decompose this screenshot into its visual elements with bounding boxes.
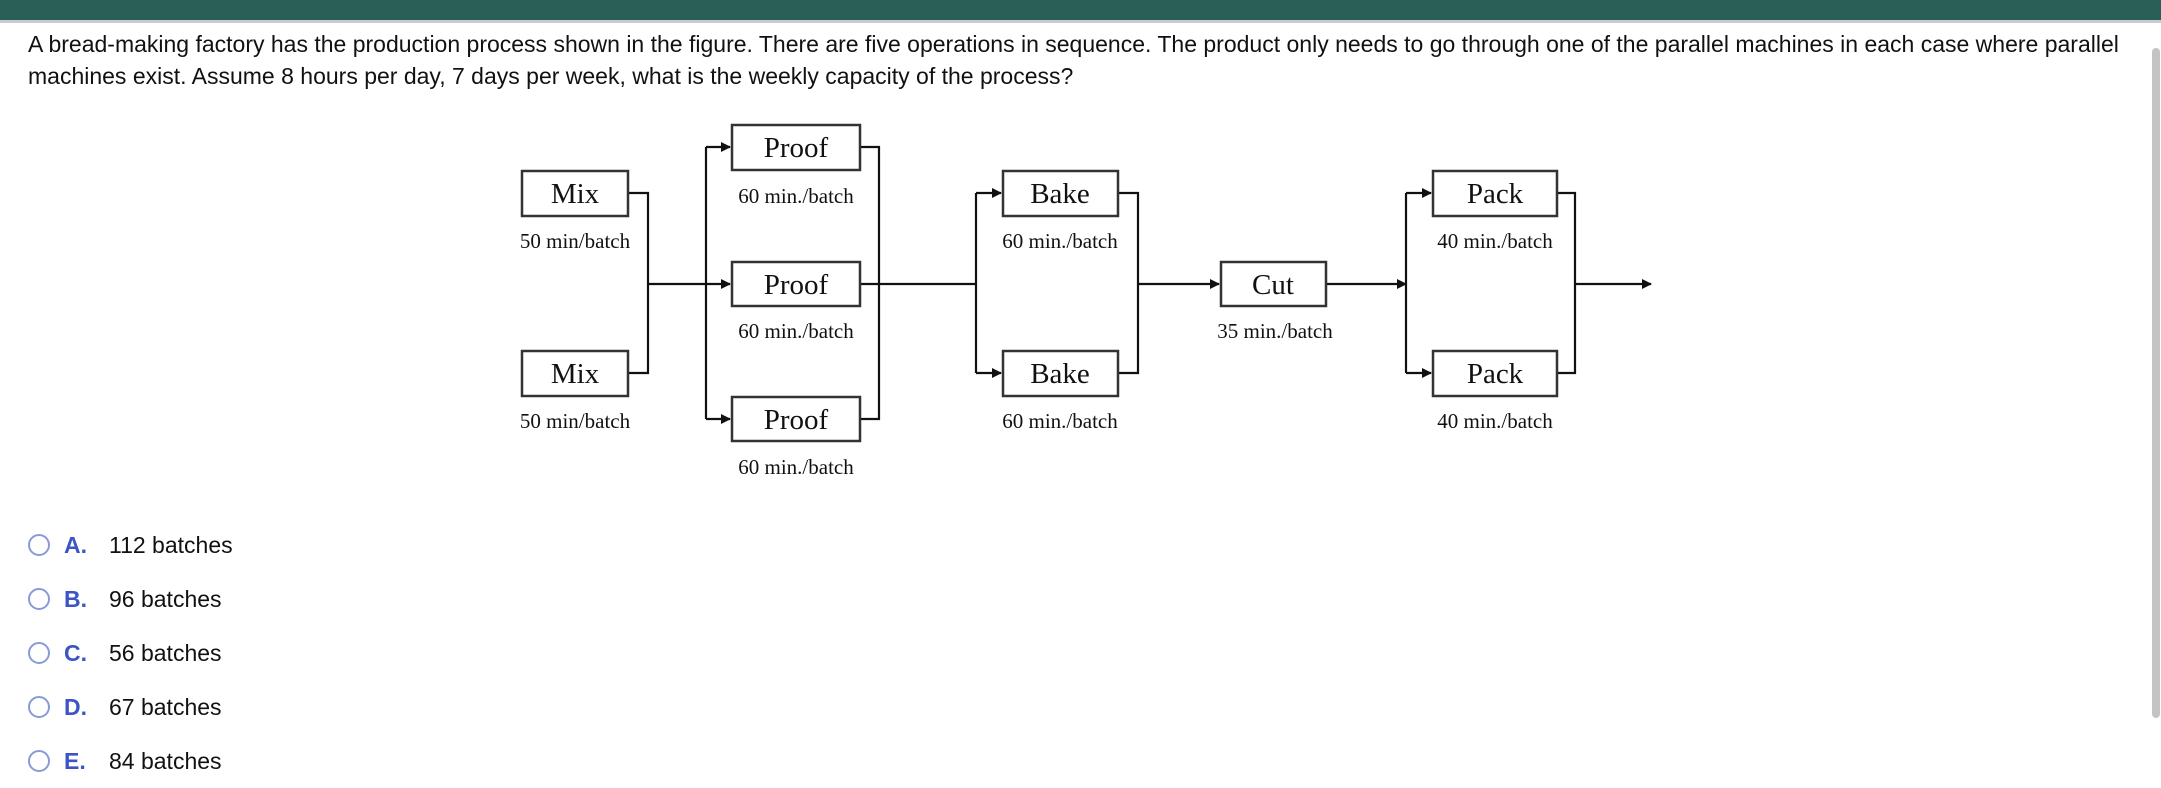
radio-button[interactable]	[28, 696, 50, 718]
proof-middle-station: Proof 60 min./batch	[730, 260, 862, 343]
option-a[interactable]: A. 112 batches	[28, 518, 233, 572]
option-c[interactable]: C. 56 batches	[28, 626, 233, 680]
cut-time: 35 min./batch	[1217, 319, 1333, 343]
mix-bottom-time: 50 min/batch	[520, 409, 631, 433]
option-letter: A.	[64, 531, 87, 558]
scrollbar[interactable]	[2152, 48, 2160, 718]
proof-top-station: Proof 60 min./batch	[730, 123, 862, 208]
pack-bottom-time: 40 min./batch	[1437, 409, 1553, 433]
bake-top-time: 60 min./batch	[1002, 229, 1118, 253]
radio-button[interactable]	[28, 588, 50, 610]
mix-bottom-label: Mix	[551, 358, 600, 390]
radio-button[interactable]	[28, 534, 50, 556]
proof-middle-time: 60 min./batch	[738, 319, 854, 343]
mix-bottom-station: Mix 50 min/batch	[520, 349, 631, 433]
option-text: 96 batches	[109, 585, 222, 612]
mix-top-time: 50 min/batch	[520, 229, 631, 253]
mix-top-station: Mix 50 min/batch	[520, 169, 631, 253]
pack-top-label: Pack	[1467, 178, 1524, 210]
proof-top-label: Proof	[764, 132, 829, 164]
option-text: 67 batches	[109, 693, 222, 720]
bake-bottom-label: Bake	[1030, 358, 1090, 390]
answer-options: A. 112 batches B. 96 batches C. 56 batch…	[28, 518, 233, 788]
option-letter: C.	[64, 639, 87, 666]
bake-bottom-station: Bake 60 min./batch	[1001, 349, 1120, 433]
pack-bottom-station: Pack 40 min./batch	[1431, 349, 1559, 433]
option-b[interactable]: B. 96 batches	[28, 572, 233, 626]
bake-bottom-time: 60 min./batch	[1002, 409, 1118, 433]
mix-top-label: Mix	[551, 178, 600, 210]
option-d[interactable]: D. 67 batches	[28, 680, 233, 734]
proof-middle-label: Proof	[764, 269, 829, 301]
question-text: A bread-making factory has the productio…	[28, 31, 2119, 89]
option-letter: E.	[64, 747, 86, 774]
proof-bottom-label: Proof	[764, 404, 829, 436]
bake-top-label: Bake	[1030, 178, 1090, 210]
connector-lines	[628, 142, 1652, 424]
header-bar	[0, 0, 2161, 20]
option-text: 56 batches	[109, 639, 222, 666]
cut-label: Cut	[1252, 269, 1294, 301]
option-text: 112 batches	[109, 531, 233, 558]
pack-bottom-label: Pack	[1467, 358, 1524, 390]
cut-station: Cut 35 min./batch	[1217, 260, 1333, 343]
pack-top-time: 40 min./batch	[1437, 229, 1553, 253]
radio-button[interactable]	[28, 750, 50, 772]
proof-bottom-station: Proof 60 min./batch	[730, 395, 862, 479]
radio-button[interactable]	[28, 642, 50, 664]
option-e[interactable]: E. 84 batches	[28, 734, 233, 788]
proof-bottom-time: 60 min./batch	[738, 455, 854, 479]
option-text: 84 batches	[109, 747, 222, 774]
bake-top-station: Bake 60 min./batch	[1001, 169, 1120, 253]
pack-top-station: Pack 40 min./batch	[1431, 169, 1559, 253]
process-diagram: Mix 50 min/batch Mix 50 min/batch Proof …	[520, 123, 1652, 479]
option-letter: D.	[64, 693, 87, 720]
option-letter: B.	[64, 585, 87, 612]
proof-top-time: 60 min./batch	[738, 184, 854, 208]
header-divider	[0, 20, 2161, 23]
